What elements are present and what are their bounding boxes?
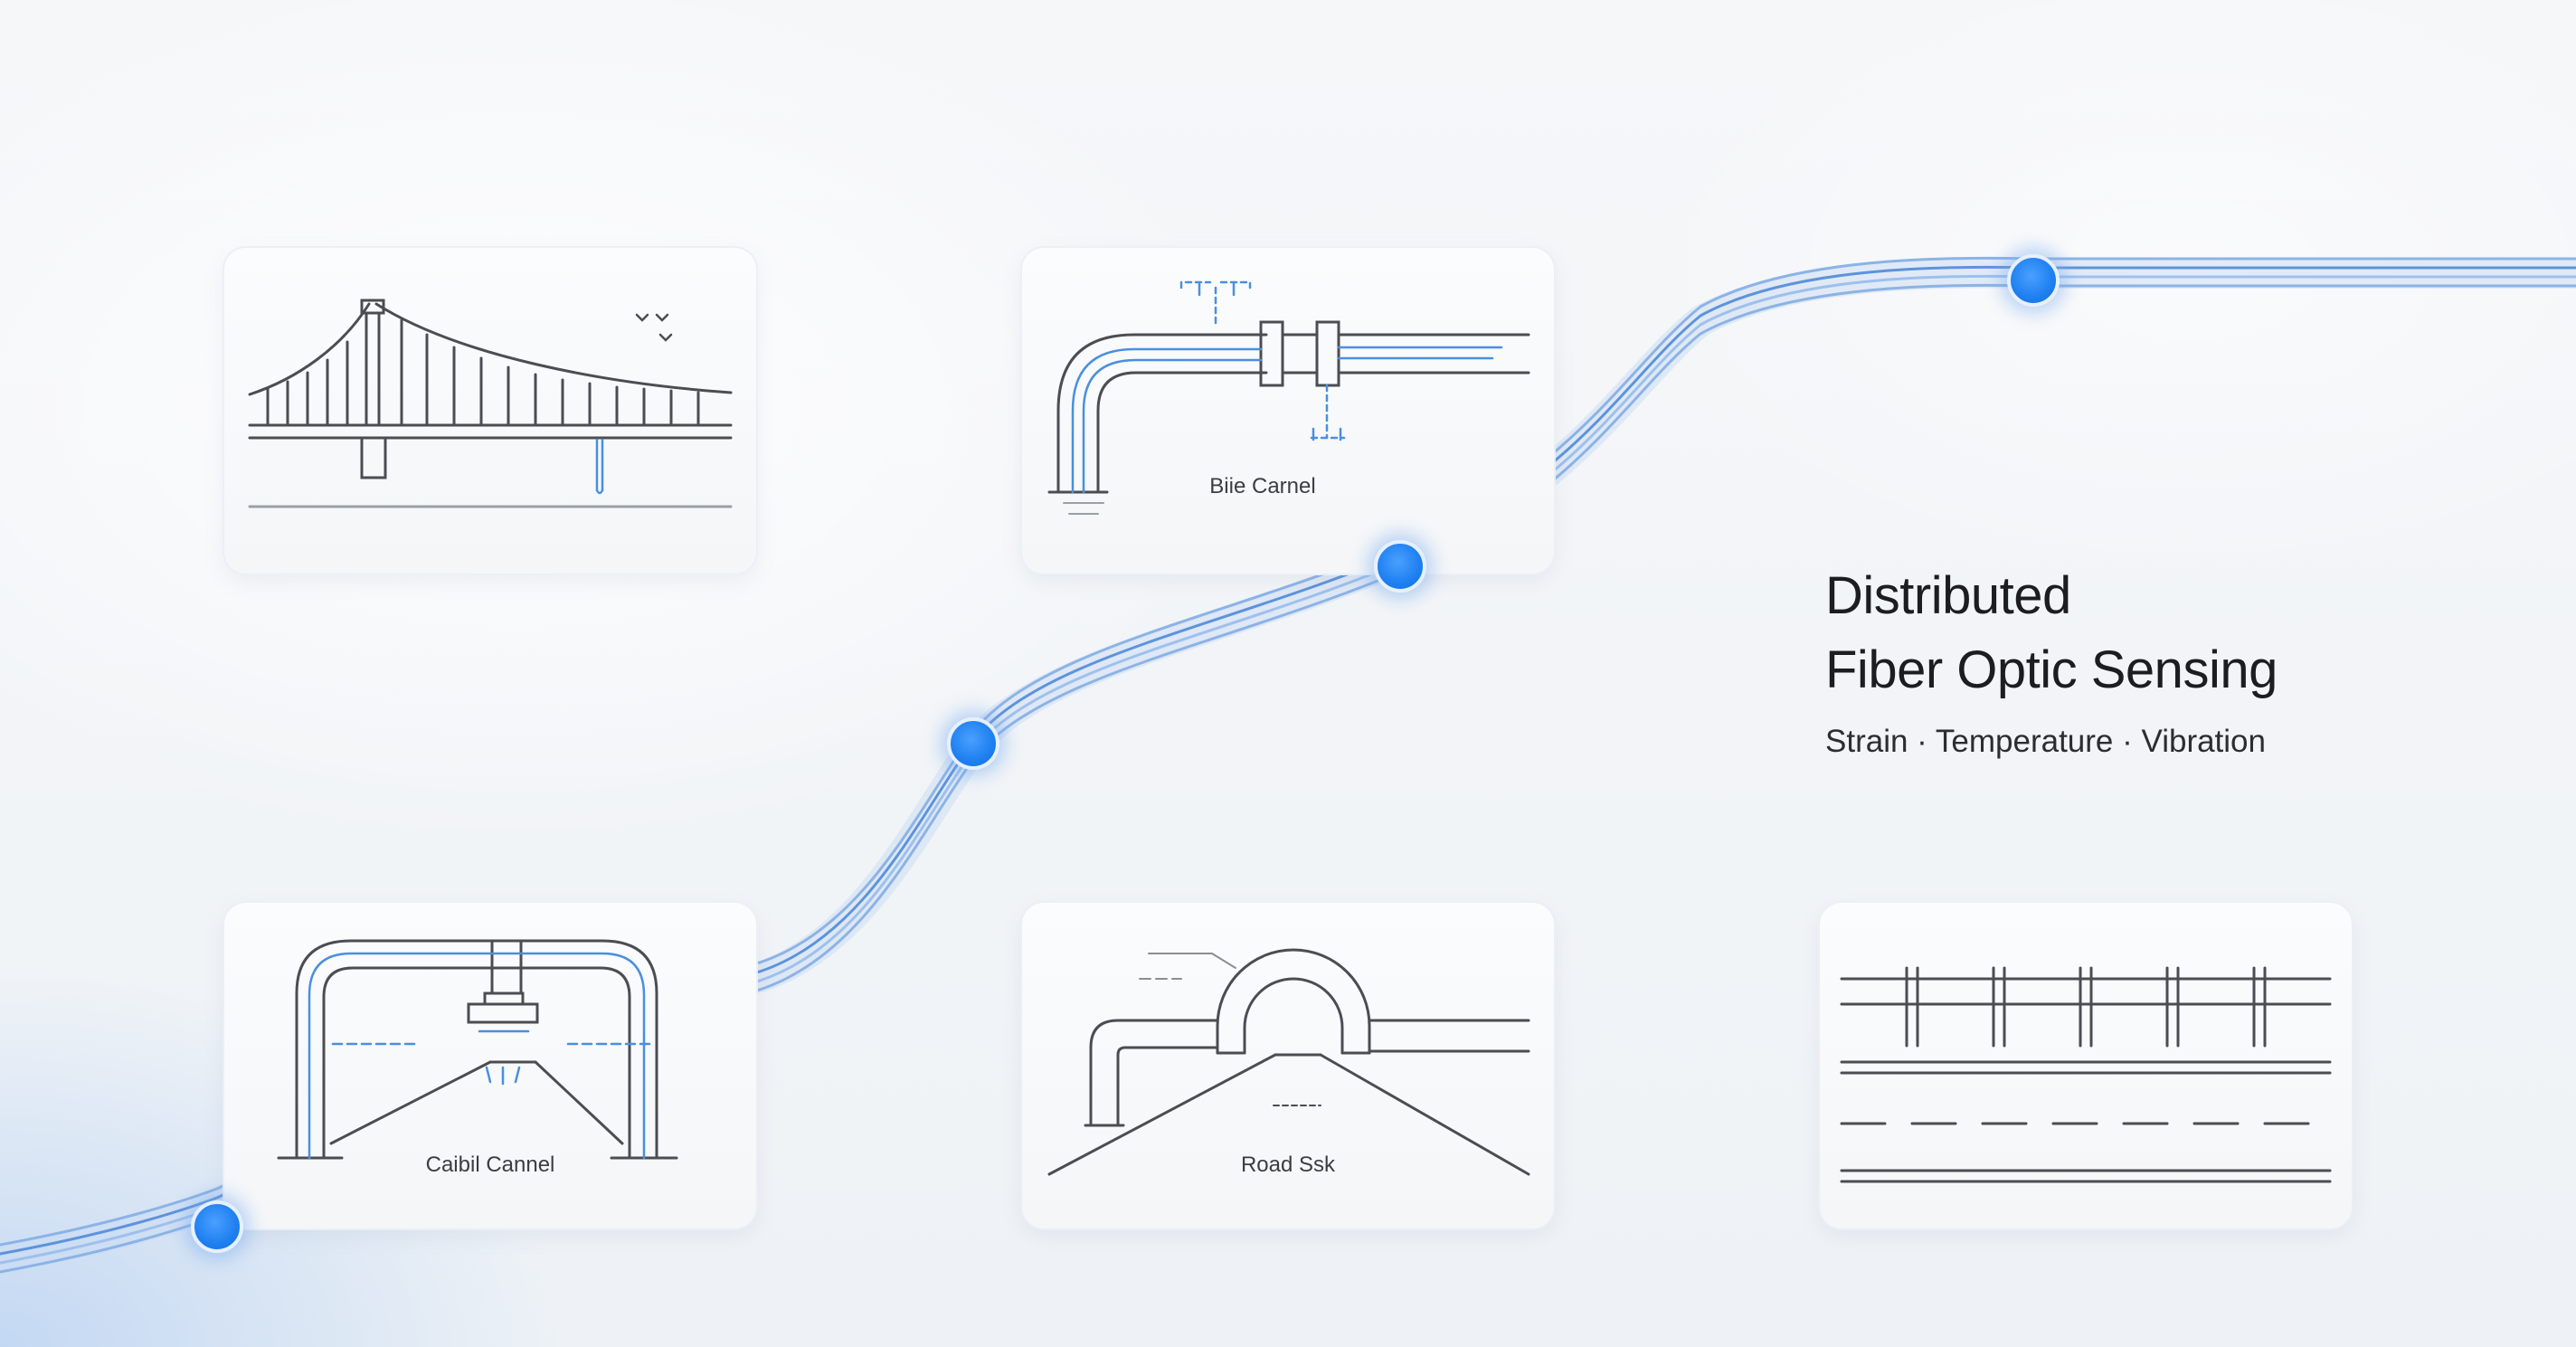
tunnel-card: Caibil Cannel	[224, 903, 756, 1228]
tunnel-label: Caibil Cannel	[425, 1153, 555, 1177]
road-tunnel-icon	[1047, 948, 1530, 1176]
page-title: Distributed Fiber Optic Sensing	[1825, 559, 2278, 707]
subtitle: Strain · Temperature · Vibration	[1825, 724, 2266, 759]
sensor-node-4	[2007, 254, 2060, 307]
sensor-node-1	[191, 1200, 243, 1253]
suspension-bridge-icon	[248, 299, 733, 508]
title-line-1: Distributed	[1825, 566, 2071, 625]
tunnel-icon	[277, 939, 678, 1160]
road-tunnel-label: Road Ssk	[1240, 1153, 1336, 1177]
sensor-node-2	[947, 717, 999, 770]
sensor-node-3	[1374, 540, 1426, 593]
bridge-card	[224, 248, 756, 574]
road-tunnel-card: Road Ssk	[1022, 903, 1554, 1228]
railway-icon	[1840, 966, 2332, 1183]
railway-card	[1820, 903, 2352, 1228]
pipeline-card: Biie Carnel	[1022, 248, 1554, 574]
pipeline-label: Biie Carnel	[1209, 474, 1316, 498]
pipeline-icon	[1047, 280, 1530, 515]
title-line-2: Fiber Optic Sensing	[1825, 640, 2278, 699]
